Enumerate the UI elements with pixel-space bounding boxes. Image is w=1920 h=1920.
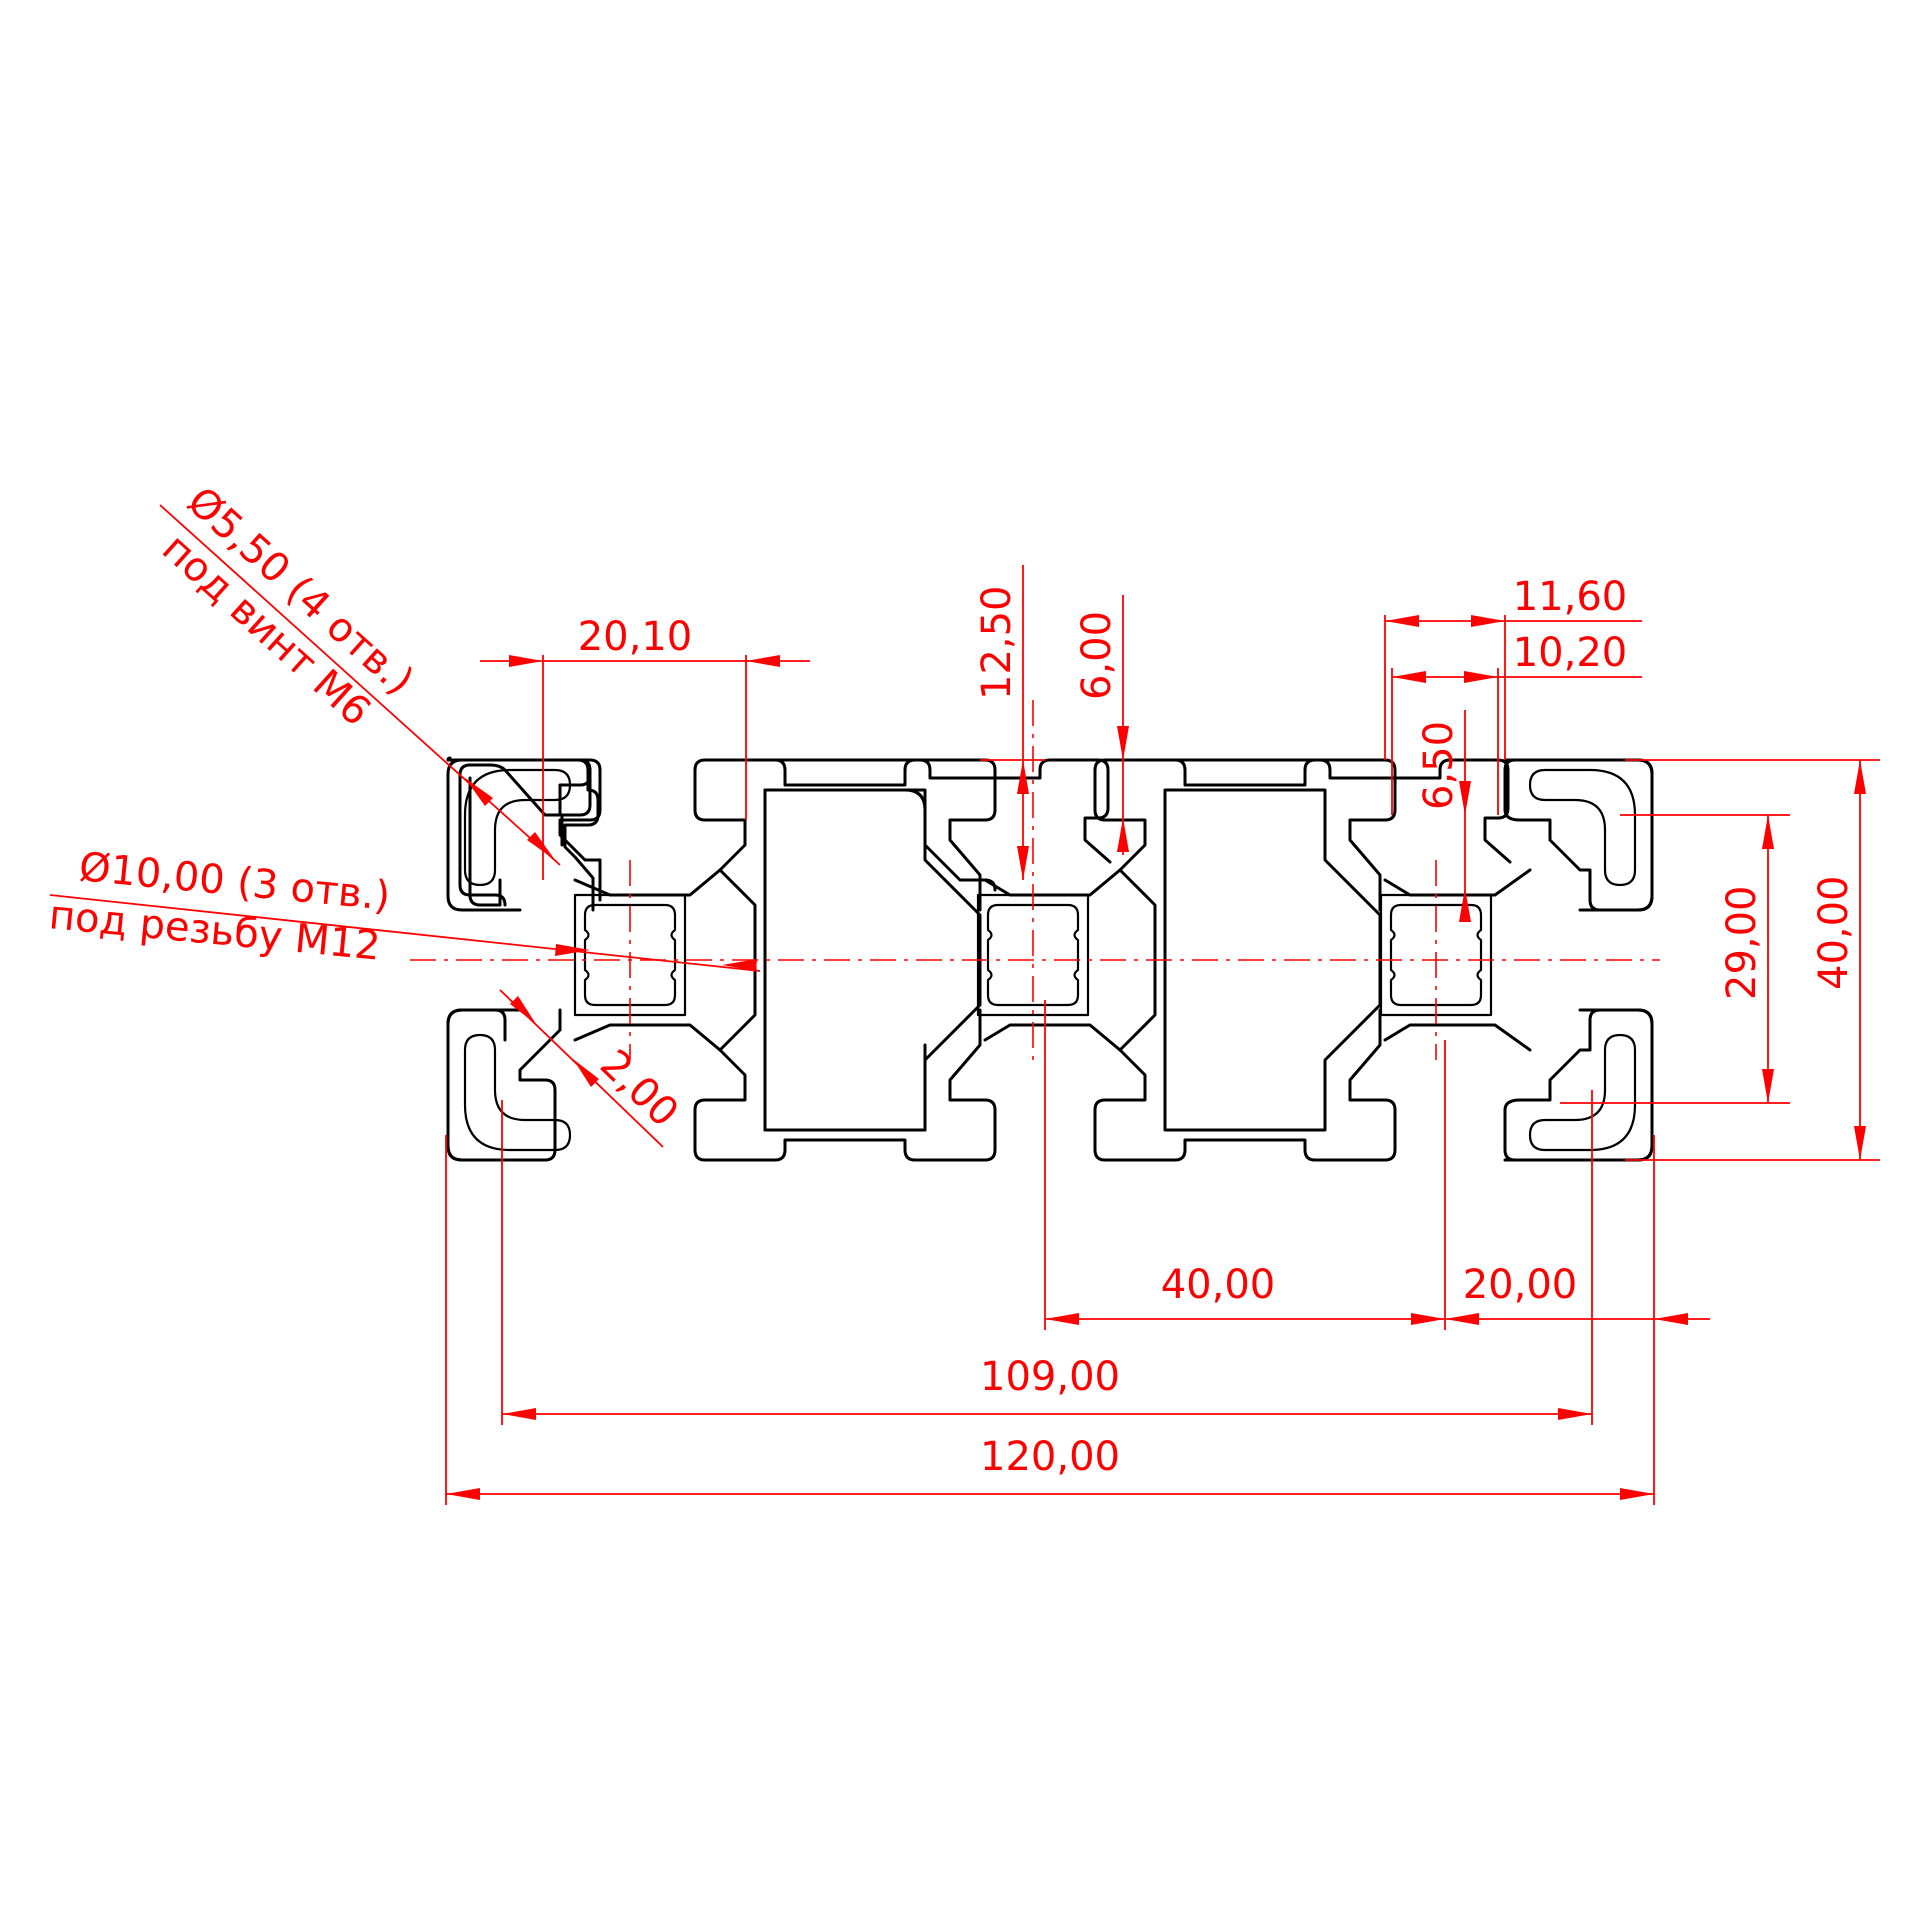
dim-slot-lip: 6,00 xyxy=(1074,595,1129,855)
dim-wall: 2,00 xyxy=(499,989,687,1148)
label-40-height: 40,00 xyxy=(1811,875,1857,990)
label-6-00: 6,00 xyxy=(1074,611,1120,700)
label-10-20: 10,20 xyxy=(1513,630,1628,676)
label-109: 109,00 xyxy=(980,1354,1120,1400)
callout-small-holes: Ø5,50 (4 отв.) под винт M6 xyxy=(153,478,561,866)
dim-hole-span: 109,00 xyxy=(501,1090,1593,1425)
dim-offset: 6,50 xyxy=(1416,710,1471,922)
dim-total-width: 120,00 xyxy=(445,1135,1655,1505)
callout-big-holes: Ø10,00 (3 отв.) под резьбу M12 xyxy=(47,844,761,972)
label-20: 20,00 xyxy=(1463,1262,1578,1308)
dim-opening-10: 10,20 xyxy=(1391,630,1642,815)
bottom-edge xyxy=(446,1008,1654,1162)
label-29: 29,00 xyxy=(1719,885,1765,1000)
dim-opening-11: 11,60 xyxy=(1384,574,1642,760)
dim-height-40: 40,00 xyxy=(1625,759,1880,1161)
dim-slot-depth: 12,50 xyxy=(974,565,1045,880)
top-edge xyxy=(460,758,1654,912)
label-11-60: 11,60 xyxy=(1513,574,1628,620)
label-6-50: 6,50 xyxy=(1416,721,1462,810)
dim-slot-width: 20,10 xyxy=(480,614,810,880)
label-120: 120,00 xyxy=(980,1434,1120,1480)
label-2-00: 2,00 xyxy=(591,1041,687,1136)
dim-height-29: 29,00 xyxy=(1560,814,1790,1104)
label-40: 40,00 xyxy=(1161,1262,1276,1308)
dim-pitch: 40,00 20,00 xyxy=(1044,1000,1710,1330)
label-12-50: 12,50 xyxy=(974,585,1020,700)
profile-contour xyxy=(460,758,1640,912)
label-20-10: 20,10 xyxy=(578,614,693,660)
